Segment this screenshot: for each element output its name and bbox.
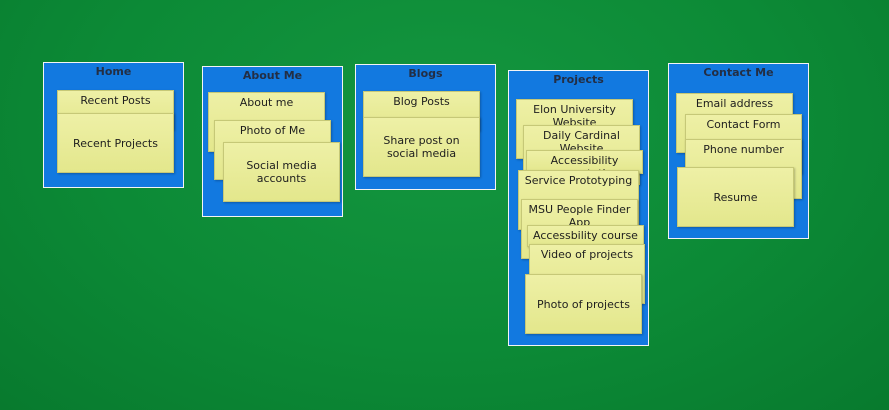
note-recent-projects[interactable]: Recent Projects xyxy=(57,113,174,173)
board-title-projects: Projects xyxy=(553,73,604,86)
board-title-home: Home xyxy=(95,65,132,78)
board-home: Home Recent Posts Recent Projects xyxy=(43,62,184,188)
board-title-contact-me: Contact Me xyxy=(703,66,774,79)
board-title-about-me: About Me xyxy=(242,69,303,82)
board-title-blogs: Blogs xyxy=(408,67,443,80)
note-photo-of-projects[interactable]: Photo of projects xyxy=(525,274,642,334)
note-social-media-accounts[interactable]: Social media accounts xyxy=(223,142,340,202)
note-resume[interactable]: Resume xyxy=(677,167,794,227)
note-share-post[interactable]: Share post on social media xyxy=(363,117,480,177)
board-blogs: Blogs Blog Posts Share post on social me… xyxy=(355,64,496,190)
board-about-me: About Me About me Photo of Me Social med… xyxy=(202,66,343,217)
board-projects: Projects Elon University Website Daily C… xyxy=(508,70,649,346)
board-contact-me: Contact Me Email address Contact Form Ph… xyxy=(668,63,809,239)
